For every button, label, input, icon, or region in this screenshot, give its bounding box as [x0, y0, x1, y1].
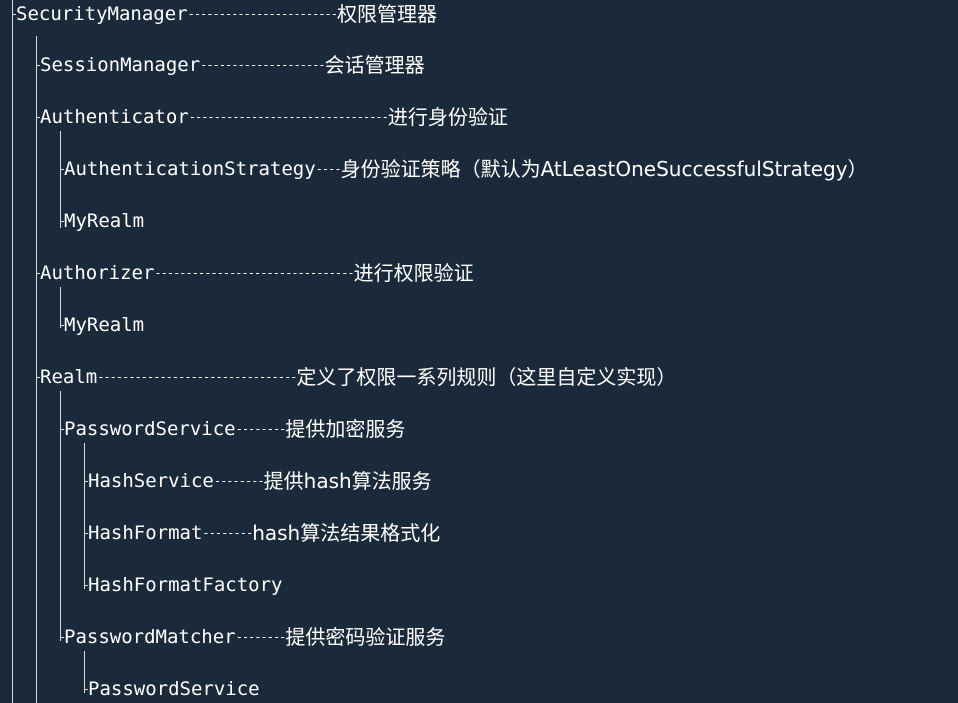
node-description: 提供密码验证服务: [285, 625, 446, 649]
tree-branch: [60, 220, 64, 222]
tree-branch: [36, 64, 40, 66]
tree-node-hash-format-factory: HashFormatFactory: [84, 572, 282, 598]
node-connector: --------: [235, 630, 287, 644]
tree-branch: [84, 688, 88, 690]
tree-branch: [84, 584, 88, 586]
node-description: 定义了权限一系列规则（这里自定义实现）: [296, 365, 677, 389]
node-description: 提供hash算法服务: [263, 469, 432, 493]
tree-node-matcher-password-service: PasswordService: [84, 676, 260, 702]
tree-node-authenticator-myrealm: MyRealm: [60, 208, 144, 234]
tree-line-level-0: [12, 0, 13, 703]
tree-node-authorizer: Authorizer -----------------------------…: [36, 260, 474, 286]
node-name: SecurityManager: [16, 3, 188, 25]
node-name: Authenticator: [40, 106, 189, 128]
tree-line-level-1: [36, 36, 37, 703]
tree-node-authenticator: Authenticator --------------------------…: [36, 104, 508, 130]
node-connector: ----: [315, 162, 342, 176]
node-name: PasswordService: [88, 678, 260, 700]
node-description: 提供加密服务: [285, 417, 406, 441]
node-description: 进行权限验证: [353, 261, 474, 285]
node-description: 进行身份验证: [387, 105, 508, 129]
tree-node-password-matcher: PasswordMatcher -------- 提供密码验证服务: [60, 624, 445, 650]
tree-branch: [84, 532, 88, 534]
tree-branch: [36, 116, 40, 118]
tree-node-password-service: PasswordService -------- 提供加密服务: [60, 416, 405, 442]
node-connector: --------------------------------: [97, 370, 297, 384]
tree-node-hash-service: HashService -------- 提供hash算法服务: [84, 468, 432, 494]
tree-line-realm-children: [60, 391, 61, 641]
node-description: 身份验证策略（默认为AtLeastOneSuccessfulStrategy）: [340, 157, 868, 181]
tree-node-hash-format: HashFormat -------- hash算法结果格式化: [84, 520, 440, 546]
node-name: HashFormat: [88, 522, 203, 544]
node-name: MyRealm: [64, 314, 145, 336]
tree-branch: [12, 13, 16, 15]
node-description: 会话管理器: [324, 53, 425, 77]
tree-node-security-manager: SecurityManager ------------------------…: [12, 1, 437, 27]
tree-branch: [36, 376, 40, 378]
node-name: PasswordService: [64, 418, 236, 440]
tree-node-authentication-strategy: AuthenticationStrategy ---- 身份验证策略（默认为At…: [60, 156, 868, 182]
node-description: 权限管理器: [336, 2, 437, 26]
node-name: SessionManager: [40, 54, 201, 76]
tree-line-authenticator-children: [60, 131, 61, 228]
tree-line-password-matcher-children: [84, 651, 85, 693]
node-name: MyRealm: [64, 210, 145, 232]
node-connector: --------: [202, 526, 253, 540]
tree-branch: [36, 272, 40, 274]
tree-branch: [84, 480, 88, 482]
tree-branch: [60, 168, 64, 170]
tree-node-session-manager: SessionManager -------------------- 会话管理…: [36, 52, 425, 78]
node-connector: --------------------: [200, 58, 325, 72]
node-name: HashService: [88, 470, 214, 492]
node-connector: --------: [235, 422, 287, 436]
node-connector: --------------------------------: [188, 110, 389, 124]
node-name: Authorizer: [40, 262, 155, 284]
tree-line-authorizer-children: [60, 287, 61, 328]
tree-branch: [60, 324, 64, 326]
tree-branch: [60, 428, 64, 430]
node-connector: --------: [213, 474, 265, 488]
node-name: Realm: [40, 366, 98, 388]
tree-line-password-service-children: [84, 443, 85, 589]
node-name: PasswordMatcher: [64, 626, 236, 648]
node-description: hash算法结果格式化: [252, 521, 441, 545]
node-connector: ------------------------: [187, 7, 338, 21]
tree-branch: [60, 636, 64, 638]
node-name: HashFormatFactory: [88, 574, 283, 596]
tree-node-realm: Realm -------------------------------- 定…: [36, 364, 676, 390]
tree-node-authorizer-myrealm: MyRealm: [60, 312, 144, 338]
node-name: AuthenticationStrategy: [64, 158, 316, 180]
node-connector: --------------------------------: [154, 266, 354, 280]
